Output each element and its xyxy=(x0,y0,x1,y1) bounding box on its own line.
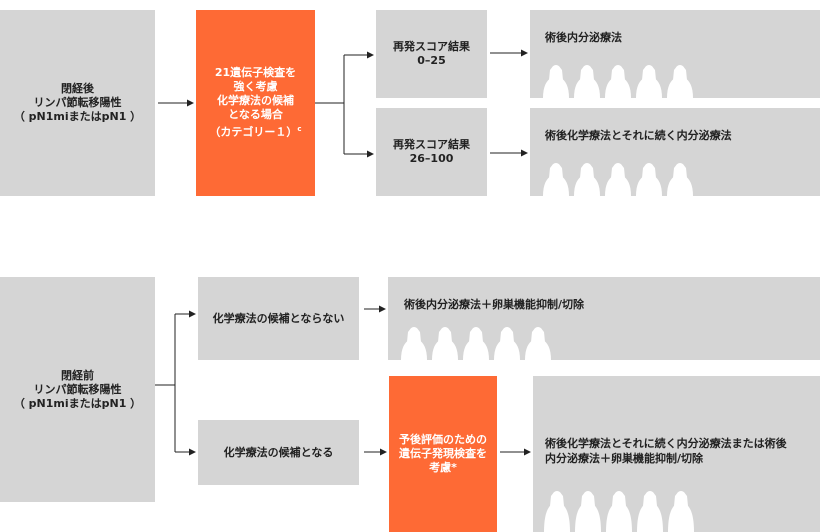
women-figures-row-2 xyxy=(543,163,693,196)
women-figures-row-4 xyxy=(544,491,694,532)
woman-silhouette-icon xyxy=(574,65,600,98)
result-endocrine-therapy-label: 術後内分泌療法 xyxy=(545,31,622,44)
woman-silhouette-icon xyxy=(543,65,569,98)
premenopausal-node-positive-box: 閉経前 リンパ節転移陽性 （ pN1miまたはpN1 ） xyxy=(0,277,155,502)
result-endocrine-ovarian-suppression-box: 術後内分泌療法＋卵巣機能抑制/切除 xyxy=(388,277,820,360)
woman-silhouette-icon xyxy=(606,491,632,532)
woman-silhouette-icon xyxy=(667,163,693,196)
result-endocrine-ovarian-suppression-label: 術後内分泌療法＋卵巣機能抑制/切除 xyxy=(404,298,585,311)
woman-silhouette-icon xyxy=(667,65,693,98)
woman-silhouette-icon xyxy=(637,491,663,532)
postmenopausal-condition-label: 閉経後 リンパ節転移陽性 （ pN1miまたはpN1 ） xyxy=(13,82,142,123)
result-chemo-endocrine-or-ovarian-box: 術後化学療法とそれに続く内分泌療法または術後 内分泌療法＋卵巣機能抑制/切除 xyxy=(533,376,820,532)
women-figures-row-3 xyxy=(401,327,551,360)
woman-silhouette-icon xyxy=(574,163,600,196)
result-chemo-endocrine-or-ovarian-label: 術後化学療法とそれに続く内分泌療法または術後 内分泌療法＋卵巣機能抑制/切除 xyxy=(545,437,787,465)
recurrence-score-high-box: 再発スコア結果 26–100 xyxy=(376,108,487,196)
prognostic-gene-test-box: 予後評価のための 遺伝子発現検査を 考慮* xyxy=(389,376,497,532)
chemo-candidate-label: 化学療法の候補となる xyxy=(223,445,334,459)
woman-silhouette-icon xyxy=(605,163,631,196)
not-chemo-candidate-label: 化学療法の候補とならない xyxy=(212,311,345,325)
chemo-candidate-box: 化学療法の候補となる xyxy=(198,420,359,485)
woman-silhouette-icon xyxy=(543,163,569,196)
not-chemo-candidate-box: 化学療法の候補とならない xyxy=(198,277,359,360)
21-gene-test-label: 21遺伝子検査を 強く考慮 化学療法の候補 となる場合 （カテゴリー１） xyxy=(209,66,298,139)
result-chemo-then-endocrine-box: 術後化学療法とそれに続く内分泌療法 xyxy=(530,108,820,196)
woman-silhouette-icon xyxy=(494,327,520,360)
woman-silhouette-icon xyxy=(463,327,489,360)
footnote-c: c xyxy=(297,125,302,134)
21-gene-test-box: 21遺伝子検査を 強く考慮 化学療法の候補 となる場合 （カテゴリー１）c xyxy=(196,10,315,196)
woman-silhouette-icon xyxy=(636,163,662,196)
woman-silhouette-icon xyxy=(432,327,458,360)
recurrence-score-low-label: 再発スコア結果 0–25 xyxy=(393,40,470,67)
result-endocrine-therapy-box: 術後内分泌療法 xyxy=(530,10,820,98)
woman-silhouette-icon xyxy=(636,65,662,98)
woman-silhouette-icon xyxy=(605,65,631,98)
result-chemo-then-endocrine-label: 術後化学療法とそれに続く内分泌療法 xyxy=(545,129,732,142)
woman-silhouette-icon xyxy=(575,491,601,532)
recurrence-score-low-box: 再発スコア結果 0–25 xyxy=(376,10,487,98)
woman-silhouette-icon xyxy=(544,491,570,532)
woman-silhouette-icon xyxy=(525,327,551,360)
women-figures-row-1 xyxy=(543,65,693,98)
prognostic-gene-test-label: 予後評価のための 遺伝子発現検査を 考慮* xyxy=(399,433,487,474)
recurrence-score-high-label: 再発スコア結果 26–100 xyxy=(393,138,470,165)
woman-silhouette-icon xyxy=(401,327,427,360)
postmenopausal-node-positive-box: 閉経後 リンパ節転移陽性 （ pN1miまたはpN1 ） xyxy=(0,10,155,196)
woman-silhouette-icon xyxy=(668,491,694,532)
premenopausal-condition-label: 閉経前 リンパ節転移陽性 （ pN1miまたはpN1 ） xyxy=(13,368,142,410)
